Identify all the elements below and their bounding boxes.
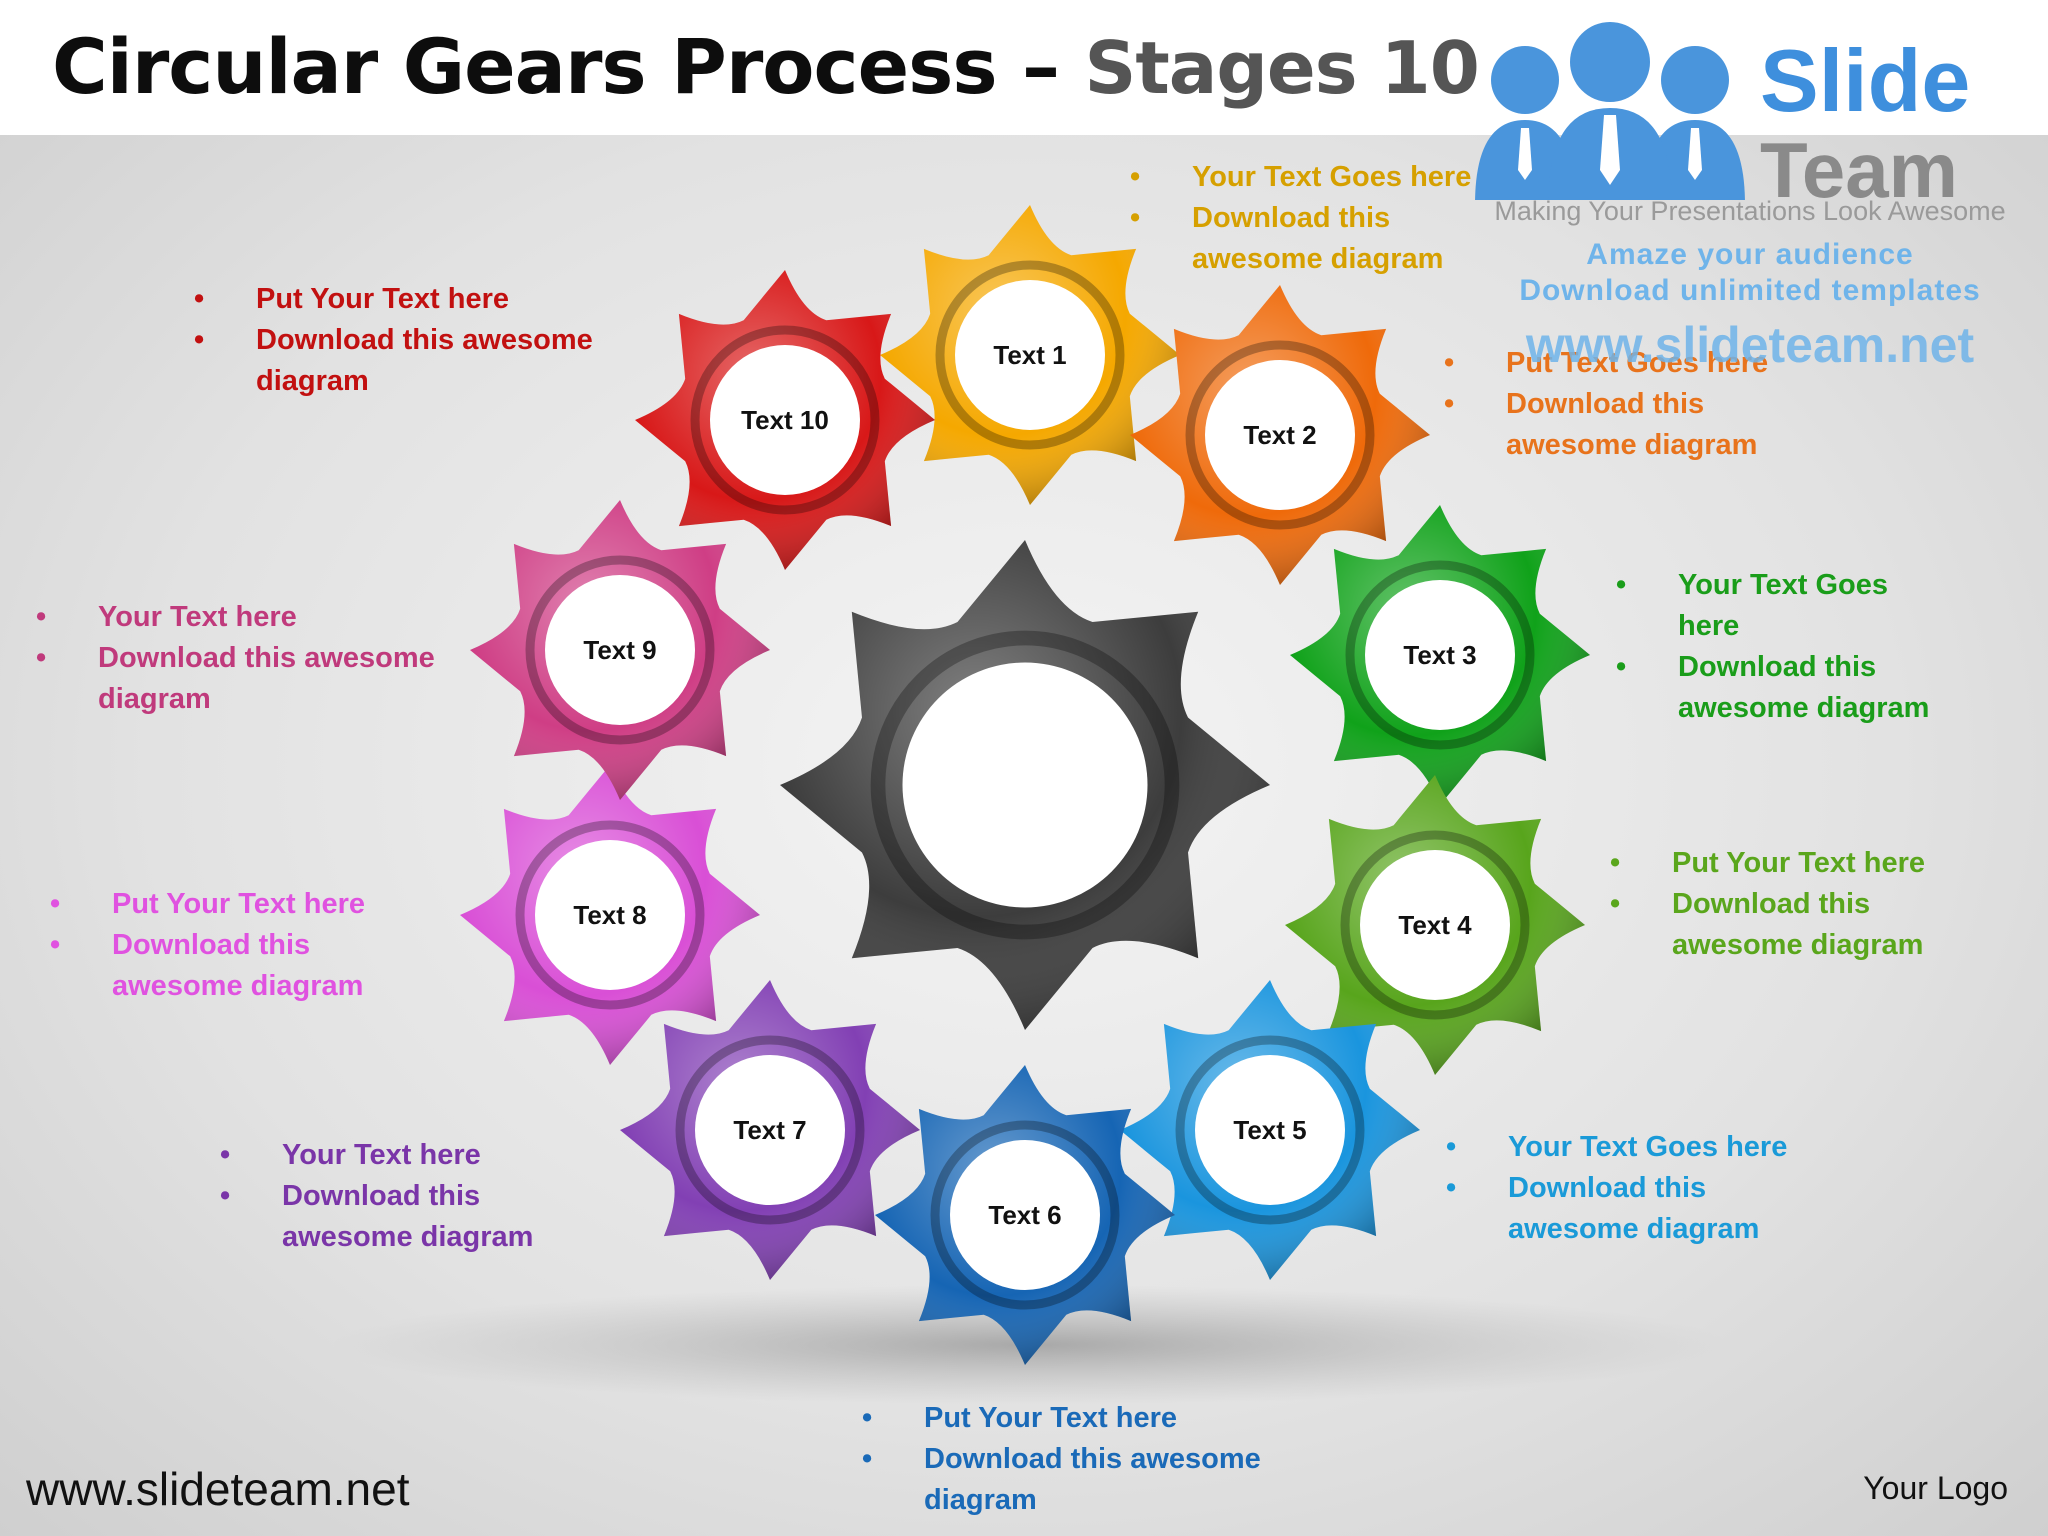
- gear-7-label: Text 7: [733, 1115, 806, 1145]
- note-6-bullet: Put Your Text here: [862, 1398, 1262, 1439]
- note-10-list: Put Your Text hereDownload this awesome …: [194, 279, 644, 402]
- gear-3: Text 3: [1290, 505, 1590, 805]
- gear-2: Text 2: [1130, 285, 1430, 585]
- note-3-bullet: Your Text Goes here: [1616, 565, 1956, 647]
- note-4-bullet: Download this awesome diagram: [1610, 884, 1950, 966]
- note-9-list: Your Text hereDownload this awesome diag…: [36, 597, 456, 720]
- note-2-list: Put Text Goes hereDownload this awesome …: [1444, 343, 1774, 466]
- people-group-icon: [1475, 22, 1745, 200]
- gear-2-ring: [1185, 340, 1375, 530]
- gear-5-label: Text 5: [1233, 1115, 1306, 1145]
- center-gear-ring: [870, 630, 1180, 940]
- gear-1-ring: [935, 260, 1125, 450]
- note-2-bullet: Put Text Goes here: [1444, 343, 1774, 384]
- title-main: Circular Gears Process –: [52, 22, 1060, 111]
- note-2-bullet: Download this awesome diagram: [1444, 384, 1774, 466]
- gear-5-hub: [1195, 1055, 1345, 1205]
- note-9-bullet: Download this awesome diagram: [36, 638, 456, 720]
- gear-4-ring: [1340, 830, 1530, 1020]
- note-5: Your Text Goes hereDownload this awesome…: [1446, 1127, 1826, 1250]
- note-8: Put Your Text hereDownload this awesome …: [50, 884, 410, 1007]
- gear-7-hub: [695, 1055, 845, 1205]
- note-1-list: Your Text Goes hereDownload this awesome…: [1130, 157, 1490, 280]
- gear-4-label: Text 4: [1398, 910, 1472, 940]
- gear-10-label: Text 10: [741, 405, 829, 435]
- note-6-list: Put Your Text hereDownload this awesome …: [862, 1398, 1262, 1521]
- gear-3-hub: [1365, 580, 1515, 730]
- gear-9-ring: [525, 555, 715, 745]
- gear-8: Text 8: [460, 765, 760, 1065]
- gear-6-ring: [930, 1120, 1120, 1310]
- gear-7-ring: [675, 1035, 865, 1225]
- gear-8-hub: [535, 840, 685, 990]
- brand-tagline: Making Your Presentations Look Awesome: [1494, 196, 2006, 226]
- note-5-list: Your Text Goes hereDownload this awesome…: [1446, 1127, 1826, 1250]
- gear-10-ring: [690, 325, 880, 515]
- brand-name-team: Team: [1760, 126, 1958, 214]
- note-10-bullet: Download this awesome diagram: [194, 320, 644, 402]
- gear-4: Text 4: [1285, 775, 1585, 1075]
- gear-4-hub: [1360, 850, 1510, 1000]
- note-1-bullet: Download this awesome diagram: [1130, 198, 1490, 280]
- note-9: Your Text hereDownload this awesome diag…: [36, 597, 456, 720]
- note-8-bullet: Download this awesome diagram: [50, 925, 410, 1007]
- note-10: Put Your Text hereDownload this awesome …: [194, 279, 644, 402]
- gear-5: Text 5: [1120, 980, 1420, 1280]
- note-3: Your Text Goes hereDownload this awesome…: [1616, 565, 1956, 729]
- note-3-bullet: Download this awesome diagram: [1616, 647, 1956, 729]
- note-1-bullet: Your Text Goes here: [1130, 157, 1490, 198]
- center-gear-hub: [902, 662, 1148, 908]
- gear-9: Text 9: [470, 500, 770, 800]
- note-7-list: Your Text hereDownload this awesome diag…: [220, 1135, 580, 1258]
- note-2: Put Text Goes hereDownload this awesome …: [1444, 343, 1774, 466]
- slide-title: Circular Gears Process – Stages 10: [52, 22, 1480, 111]
- gear-10: Text 10: [635, 270, 935, 570]
- note-8-list: Put Your Text hereDownload this awesome …: [50, 884, 410, 1007]
- note-8-bullet: Put Your Text here: [50, 884, 410, 925]
- gear-6: Text 6: [875, 1065, 1175, 1365]
- note-4-bullet: Put Your Text here: [1610, 843, 1950, 884]
- note-4: Put Your Text hereDownload this awesome …: [1610, 843, 1950, 966]
- title-sub: Stages 10: [1084, 26, 1480, 110]
- footer-logo: Your Logo: [1863, 1470, 2008, 1506]
- note-3-list: Your Text Goes hereDownload this awesome…: [1616, 565, 1956, 729]
- note-7-bullet: Download this awesome diagram: [220, 1176, 580, 1258]
- gear-6-label: Text 6: [988, 1200, 1061, 1230]
- gear-7: Text 7: [620, 980, 920, 1280]
- gear-1: Text 1: [880, 205, 1180, 505]
- note-9-bullet: Your Text here: [36, 597, 456, 638]
- note-4-list: Put Your Text hereDownload this awesome …: [1610, 843, 1950, 966]
- gear-10-hub: [710, 345, 860, 495]
- center-gear: [780, 540, 1270, 1030]
- gear-2-hub: [1205, 360, 1355, 510]
- note-1: Your Text Goes hereDownload this awesome…: [1130, 157, 1490, 280]
- gear-3-label: Text 3: [1403, 640, 1476, 670]
- footer-url: www.slideteam.net: [26, 1463, 410, 1515]
- gear-1-hub: [955, 280, 1105, 430]
- gear-3-ring: [1345, 560, 1535, 750]
- brand-watermark: Slide Team Making Your Presentations Loo…: [1470, 20, 2030, 373]
- gear-9-hub: [545, 575, 695, 725]
- gear-1-label: Text 1: [993, 340, 1066, 370]
- gear-9-label: Text 9: [583, 635, 656, 665]
- note-7-bullet: Your Text here: [220, 1135, 580, 1176]
- gear-6-hub: [950, 1140, 1100, 1290]
- gear-2-label: Text 2: [1243, 420, 1316, 450]
- note-7: Your Text hereDownload this awesome diag…: [220, 1135, 580, 1258]
- note-5-bullet: Your Text Goes here: [1446, 1127, 1826, 1168]
- gear-8-ring: [515, 820, 705, 1010]
- note-6: Put Your Text hereDownload this awesome …: [862, 1398, 1262, 1521]
- gear-8-label: Text 8: [573, 900, 646, 930]
- brand-name-slide: Slide: [1760, 31, 1971, 130]
- brand-promo-line1: Amaze your audience: [1586, 238, 1914, 271]
- brand-promo-line2: Download unlimited templates: [1519, 274, 1981, 307]
- gear-5-ring: [1175, 1035, 1365, 1225]
- brand-url: www.slideteam.net: [1525, 317, 1975, 373]
- note-5-bullet: Download this awesome diagram: [1446, 1168, 1826, 1250]
- note-6-bullet: Download this awesome diagram: [862, 1439, 1262, 1521]
- note-10-bullet: Put Your Text here: [194, 279, 644, 320]
